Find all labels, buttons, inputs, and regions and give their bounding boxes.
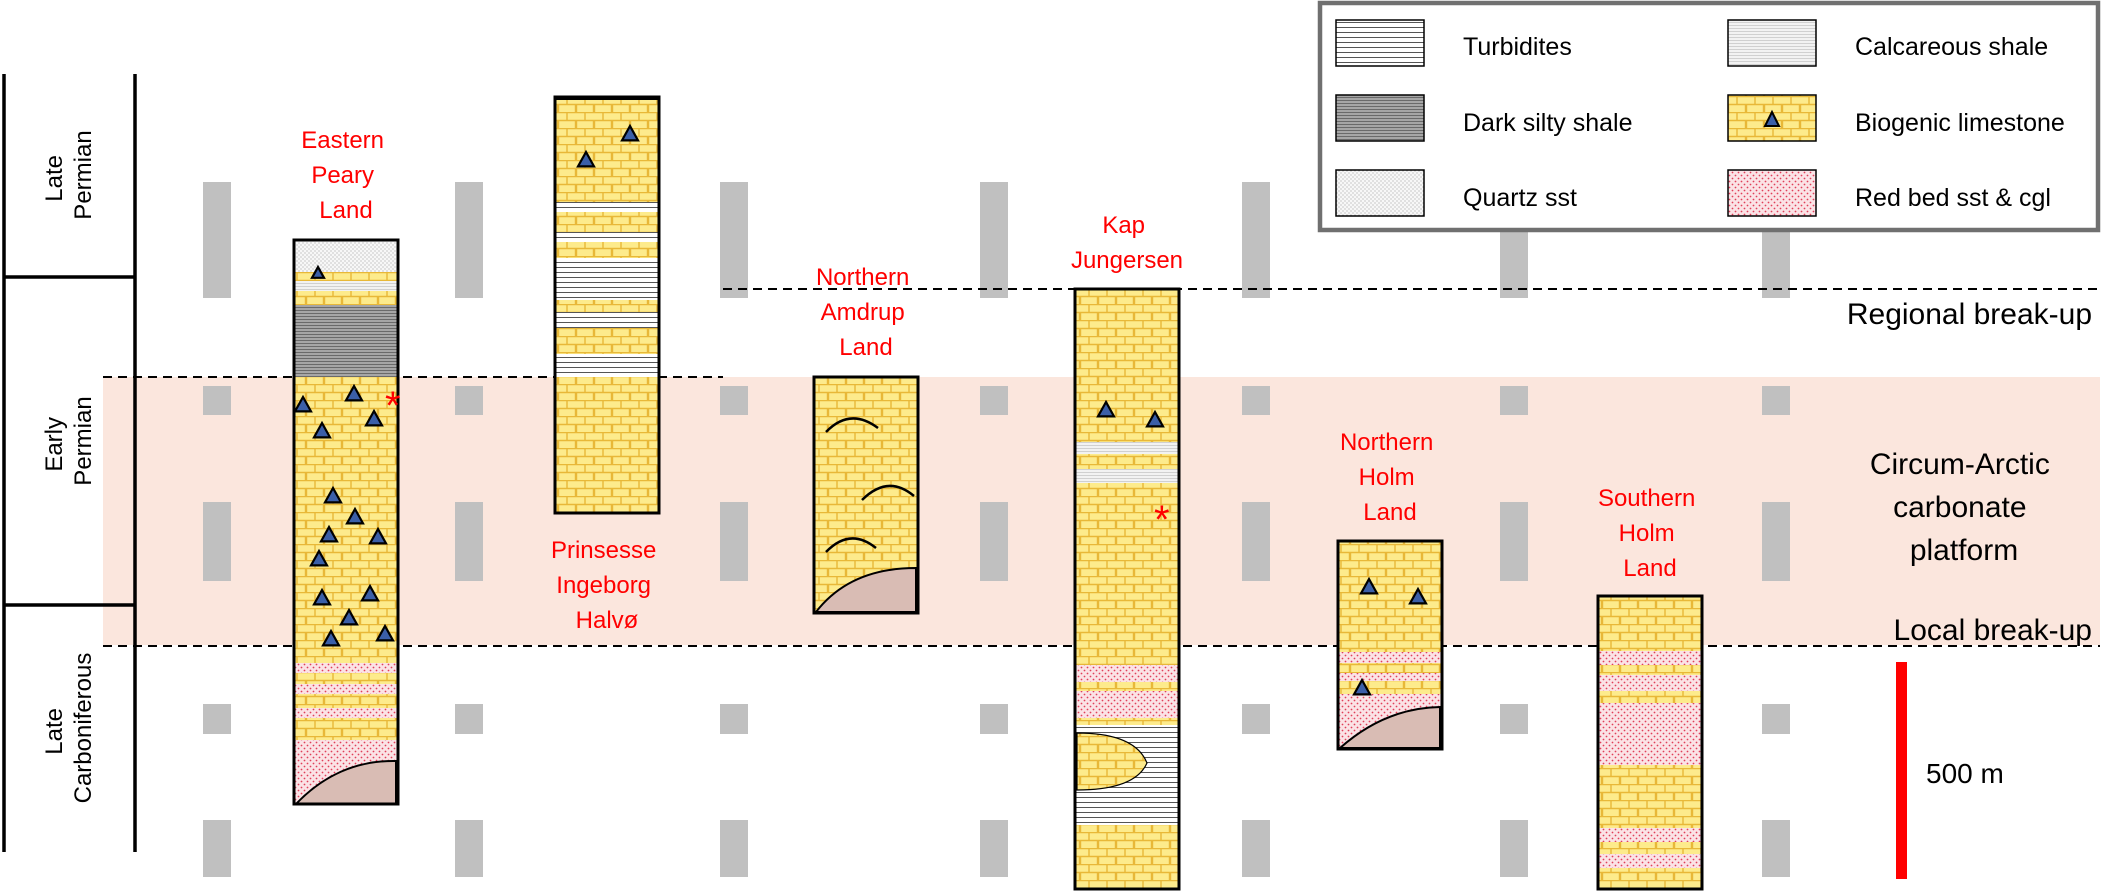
fossil-triangle-icon	[620, 123, 640, 142]
fossil-triangle-icon	[375, 623, 395, 642]
grid-tick-mark	[720, 182, 748, 298]
grid-tick-mark	[455, 386, 483, 415]
period-column: Late Permian Early Permian Late Carbonif…	[2, 74, 137, 852]
legend-swatch-quartz-sst	[1335, 169, 1425, 217]
local-breakup-label: Local break-up	[1894, 614, 2092, 647]
grid-tick-mark	[720, 502, 748, 581]
legend-swatch-red-bed	[1727, 169, 1817, 217]
column-eastern-peary-land	[292, 238, 400, 806]
grid-tick-mark	[1500, 704, 1528, 734]
period-label-late-carboniferous: Late Carboniferous	[41, 653, 97, 804]
legend-label-dark-silty-shale: Dark silty shale	[1463, 109, 1633, 137]
grid-tick-mark	[1762, 386, 1790, 415]
legend-label-calcareous-shale: Calcareous shale	[1855, 33, 2048, 61]
grid-tick-mark	[1762, 502, 1790, 581]
grid-tick-mark	[1242, 182, 1270, 298]
grid-tick-mark	[455, 502, 483, 581]
section-label-northern-holm-land: Northern Holm Land	[1340, 429, 1440, 526]
column-prinsesse-ingeborg-halvo	[553, 95, 661, 515]
grid-tick-mark	[203, 386, 231, 415]
fossil-triangle-icon	[293, 394, 313, 413]
legend-swatch-turbidites	[1335, 19, 1425, 67]
fossil-triangle-icon	[1145, 409, 1165, 428]
fossil-triangle-icon	[1352, 677, 1372, 696]
fossil-triangle-icon	[344, 383, 364, 402]
fossil-triangle-icon	[310, 264, 326, 279]
grid-tick-mark	[980, 502, 1008, 581]
fossil-triangle-icon	[368, 526, 388, 545]
grid-tick-marks	[203, 182, 1790, 877]
fossil-triangle-icon	[312, 587, 332, 606]
section-label-kap-jungersen: Kap Jungersen	[1071, 212, 1183, 274]
section-label-northern-amdrup-land: Northern Amdrup Land	[816, 264, 916, 361]
regional-breakup-label: Regional break-up	[1847, 298, 2092, 331]
scale-bar-label: 500 m	[1926, 758, 2004, 789]
fossil-triangle-icon	[1096, 399, 1116, 418]
asterisk-kap-jungersen: *	[1154, 498, 1170, 542]
fossil-triangle-icon	[1359, 576, 1379, 595]
period-label-early-permian: Early Permian	[41, 396, 97, 485]
grid-tick-mark	[203, 502, 231, 581]
fossil-triangle-icon	[1408, 586, 1428, 605]
grid-tick-mark	[720, 704, 748, 734]
grid-tick-mark	[1242, 386, 1270, 415]
legend-label-quartz-sst: Quartz sst	[1463, 184, 1577, 212]
column-northern-amdrup-land	[812, 375, 920, 615]
legend: Turbidites Calcareous shale Dark silty s…	[1317, 0, 2101, 233]
fossil-triangle-icon	[312, 420, 332, 439]
fossil-triangle-icon	[323, 485, 343, 504]
grid-tick-mark	[980, 704, 1008, 734]
fossil-markers	[293, 123, 1428, 696]
grid-tick-mark	[1242, 820, 1270, 877]
grid-tick-mark	[1242, 704, 1270, 734]
fossil-triangle-icon	[360, 583, 380, 602]
legend-swatch-dark-silty-shale	[1335, 94, 1425, 142]
grid-tick-mark	[1762, 820, 1790, 877]
grid-tick-mark	[1762, 704, 1790, 734]
column-northern-holm-land	[1336, 539, 1444, 751]
grid-tick-mark	[455, 820, 483, 877]
grid-tick-mark	[455, 704, 483, 734]
grid-tick-mark	[203, 820, 231, 877]
fossil-triangle-icon	[1763, 109, 1781, 127]
platform-label: Circum-Arctic carbonate platform	[1870, 448, 2058, 567]
legend-swatch-calcareous-shale	[1727, 19, 1817, 67]
section-label-prinsesse-ingeborg-halvo: Prinsesse Ingeborg Halvø	[551, 537, 663, 634]
grid-tick-mark	[980, 386, 1008, 415]
scale-bar	[1896, 662, 1907, 879]
grid-tick-mark	[203, 182, 231, 298]
grid-tick-mark	[720, 386, 748, 415]
fossil-triangle-icon	[309, 548, 329, 567]
grid-tick-mark	[1242, 502, 1270, 581]
period-label-late-permian: Late Permian	[41, 130, 97, 219]
grid-tick-mark	[1500, 820, 1528, 877]
grid-tick-mark	[455, 182, 483, 298]
legend-label-turbidites: Turbidites	[1463, 33, 1572, 61]
section-label-southern-holm-land: Southern Holm Land	[1598, 485, 1702, 582]
fossil-triangle-icon	[364, 408, 384, 427]
column-kap-jungersen	[1073, 287, 1181, 891]
grid-tick-mark	[1500, 386, 1528, 415]
grid-tick-mark	[1500, 502, 1528, 581]
column-southern-holm-land	[1596, 594, 1704, 891]
grid-tick-mark	[980, 820, 1008, 877]
fossil-triangle-icon	[319, 524, 339, 543]
fossil-triangle-icon	[321, 628, 341, 647]
fossil-triangle-icon	[339, 607, 359, 626]
section-label-eastern-peary-land: Eastern Peary Land	[301, 127, 390, 224]
grid-tick-mark	[720, 820, 748, 877]
legend-label-red-bed: Red bed sst & cgl	[1855, 184, 2051, 212]
asterisk-eastern-peary-land: *	[385, 384, 401, 428]
fossil-triangle-icon	[576, 149, 596, 168]
fossil-triangle-icon	[345, 506, 365, 525]
grid-tick-mark	[980, 182, 1008, 298]
legend-label-biogenic-limestone: Biogenic limestone	[1855, 109, 2065, 137]
grid-tick-mark	[203, 704, 231, 734]
